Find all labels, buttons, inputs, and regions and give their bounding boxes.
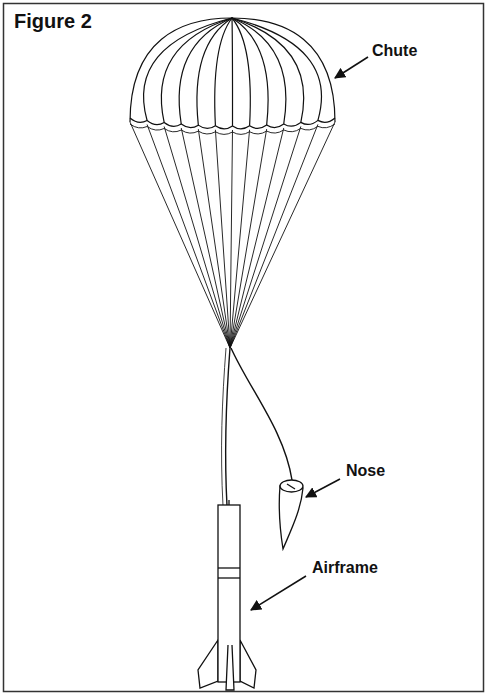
- part-label: Airframe: [312, 559, 378, 577]
- figure-title: Figure 2: [14, 10, 92, 32]
- leader-arrows: [251, 57, 368, 610]
- figure-frame: [4, 4, 484, 692]
- parachute-drawing: [130, 18, 335, 348]
- part-label: Chute: [372, 42, 417, 60]
- airframe-drawing: [198, 500, 256, 690]
- nose-cone-drawing: [279, 480, 303, 549]
- part-label: Nose: [346, 462, 385, 480]
